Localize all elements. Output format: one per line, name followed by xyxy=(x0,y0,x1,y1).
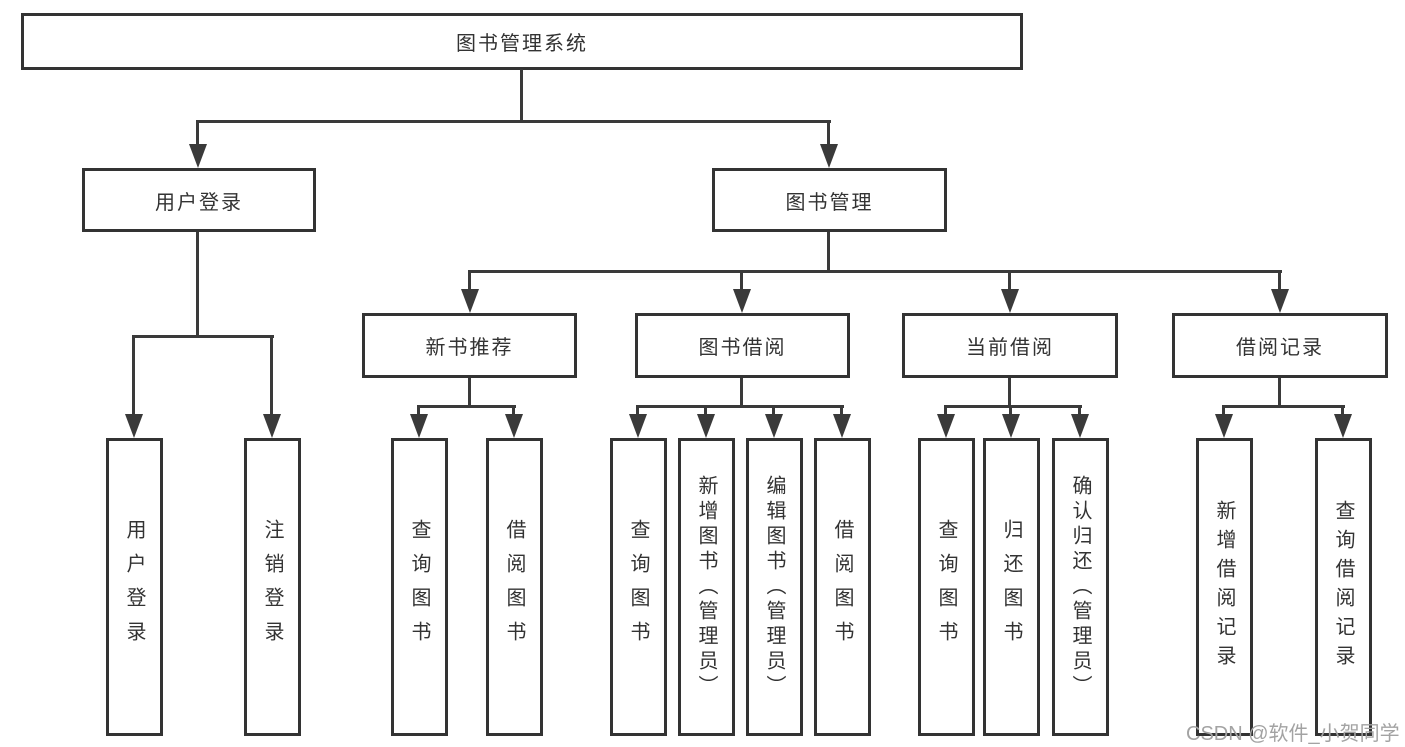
connector-stem-bb-add xyxy=(704,405,707,416)
connector-stem-newbook xyxy=(468,270,471,291)
arrowhead-newbook xyxy=(461,289,479,313)
node-new-book-recommend: 新书推荐 xyxy=(362,313,577,378)
leaf-add-book-admin-label: 新增图书（管理员） xyxy=(695,474,717,700)
leaf-borrow-books-2-label: 借阅图书 xyxy=(831,519,853,655)
connector-borrowrecord-bar xyxy=(1222,405,1345,408)
leaf-add-book-admin: 新增图书（管理员） xyxy=(678,438,735,736)
leaf-logout-label: 注销登录 xyxy=(261,519,283,655)
connector-stem-cb-query xyxy=(944,405,947,416)
leaf-add-borrow-record-label: 新增借阅记录 xyxy=(1213,500,1235,674)
node-book-borrowing: 图书借阅 xyxy=(635,313,850,378)
leaf-borrow-books-2: 借阅图书 xyxy=(814,438,871,736)
arrowhead-br-add xyxy=(1215,414,1233,438)
arrowhead-leaf-login xyxy=(125,414,143,438)
connector-newbook-down xyxy=(468,378,471,405)
connector-borrowrecord-down xyxy=(1278,378,1281,405)
arrowhead-nb-borrow xyxy=(505,414,523,438)
leaf-confirm-return-admin-label: 确认归还（管理员） xyxy=(1069,474,1091,700)
connector-bookborrow-bar xyxy=(636,405,844,408)
connector-stem-currentborrow xyxy=(1008,270,1011,291)
node-current-borrowing-label: 当前借阅 xyxy=(966,337,1054,359)
connector-stem-book-mgmt xyxy=(827,120,830,148)
arrowhead-cb-return xyxy=(1002,414,1020,438)
connector-stem-nb-borrow xyxy=(512,405,515,416)
leaf-user-login-label: 用户登录 xyxy=(123,519,145,655)
arrowhead-user-login xyxy=(189,144,207,168)
leaf-borrow-books-1: 借阅图书 xyxy=(486,438,543,736)
arrowhead-br-query xyxy=(1334,414,1352,438)
connector-stem-cb-return xyxy=(1009,405,1012,416)
leaf-add-borrow-record: 新增借阅记录 xyxy=(1196,438,1253,736)
connector-stem-leaf-login xyxy=(132,335,135,416)
watermark-text: CSDN @软件_小贺同学 xyxy=(1186,723,1400,745)
node-book-borrowing-label: 图书借阅 xyxy=(698,337,787,359)
connector-stem-bb-edit xyxy=(772,405,775,416)
arrowhead-bb-borrow xyxy=(833,414,851,438)
connector-stem-cb-confirm xyxy=(1078,405,1081,416)
node-current-borrowing: 当前借阅 xyxy=(902,313,1118,378)
arrowhead-book-mgmt xyxy=(820,144,838,168)
arrowhead-bb-add xyxy=(697,414,715,438)
leaf-edit-book-admin-label: 编辑图书（管理员） xyxy=(763,474,785,700)
leaf-query-books-1-label: 查询图书 xyxy=(408,519,430,655)
leaf-query-borrow-record-label: 查询借阅记录 xyxy=(1332,500,1354,674)
node-book-management-label: 图书管理 xyxy=(785,191,874,214)
leaf-return-book-label: 归还图书 xyxy=(1000,519,1022,655)
node-library-system: 图书管理系统 xyxy=(21,13,1023,70)
connector-newbook-bar xyxy=(417,405,516,408)
arrowhead-borrowrecord xyxy=(1271,289,1289,313)
connector-stem-user-login xyxy=(196,120,199,148)
leaf-logout: 注销登录 xyxy=(244,438,301,736)
node-book-management: 图书管理 xyxy=(712,168,947,232)
connector-level3-bar xyxy=(468,270,1282,273)
connector-stem-bb-borrow xyxy=(840,405,843,416)
connector-stem-br-query xyxy=(1341,405,1344,416)
node-user-login: 用户登录 xyxy=(82,168,316,232)
connector-currentborrow-down xyxy=(1008,378,1011,405)
connector-stem-leaf-logout xyxy=(270,335,273,416)
leaf-query-books-1: 查询图书 xyxy=(391,438,448,736)
leaf-query-books-3-label: 查询图书 xyxy=(935,519,957,655)
connector-stem-borrowrecord xyxy=(1278,270,1281,291)
connector-root-down xyxy=(520,69,523,120)
leaf-confirm-return-admin: 确认归还（管理员） xyxy=(1052,438,1109,736)
connector-stem-bb-query xyxy=(636,405,639,416)
arrowhead-bb-edit xyxy=(765,414,783,438)
node-new-book-recommend-label: 新书推荐 xyxy=(425,337,514,359)
connector-level2-bar xyxy=(197,120,831,123)
arrowhead-currentborrow xyxy=(1001,289,1019,313)
connector-stem-bookborrow xyxy=(740,270,743,291)
connector-stem-br-add xyxy=(1222,405,1225,416)
arrowhead-bookborrow xyxy=(733,289,751,313)
leaf-return-book: 归还图书 xyxy=(983,438,1040,736)
leaf-user-login: 用户登录 xyxy=(106,438,163,736)
leaf-query-books-3: 查询图书 xyxy=(918,438,975,736)
leaf-query-borrow-record: 查询借阅记录 xyxy=(1315,438,1372,736)
connector-userlogin-down xyxy=(196,232,199,335)
arrowhead-leaf-logout xyxy=(263,414,281,438)
leaf-borrow-books-1-label: 借阅图书 xyxy=(503,519,525,655)
node-user-login-label: 用户登录 xyxy=(155,191,243,214)
connector-bookborrow-down xyxy=(740,378,743,405)
leaf-edit-book-admin: 编辑图书（管理员） xyxy=(746,438,803,736)
node-borrowing-records-label: 借阅记录 xyxy=(1236,337,1324,359)
connector-bookmgmt-down xyxy=(827,232,830,272)
connector-stem-nb-query xyxy=(417,405,420,416)
node-library-system-label: 图书管理系统 xyxy=(456,33,588,55)
connector-currentborrow-bar xyxy=(944,405,1082,408)
arrowhead-cb-query xyxy=(937,414,955,438)
arrowhead-nb-query xyxy=(410,414,428,438)
leaf-query-books-2: 查询图书 xyxy=(610,438,667,736)
connector-userlogin-bar xyxy=(132,335,274,338)
node-borrowing-records: 借阅记录 xyxy=(1172,313,1388,378)
arrowhead-cb-confirm xyxy=(1071,414,1089,438)
arrowhead-bb-query xyxy=(629,414,647,438)
leaf-query-books-2-label: 查询图书 xyxy=(627,519,649,655)
